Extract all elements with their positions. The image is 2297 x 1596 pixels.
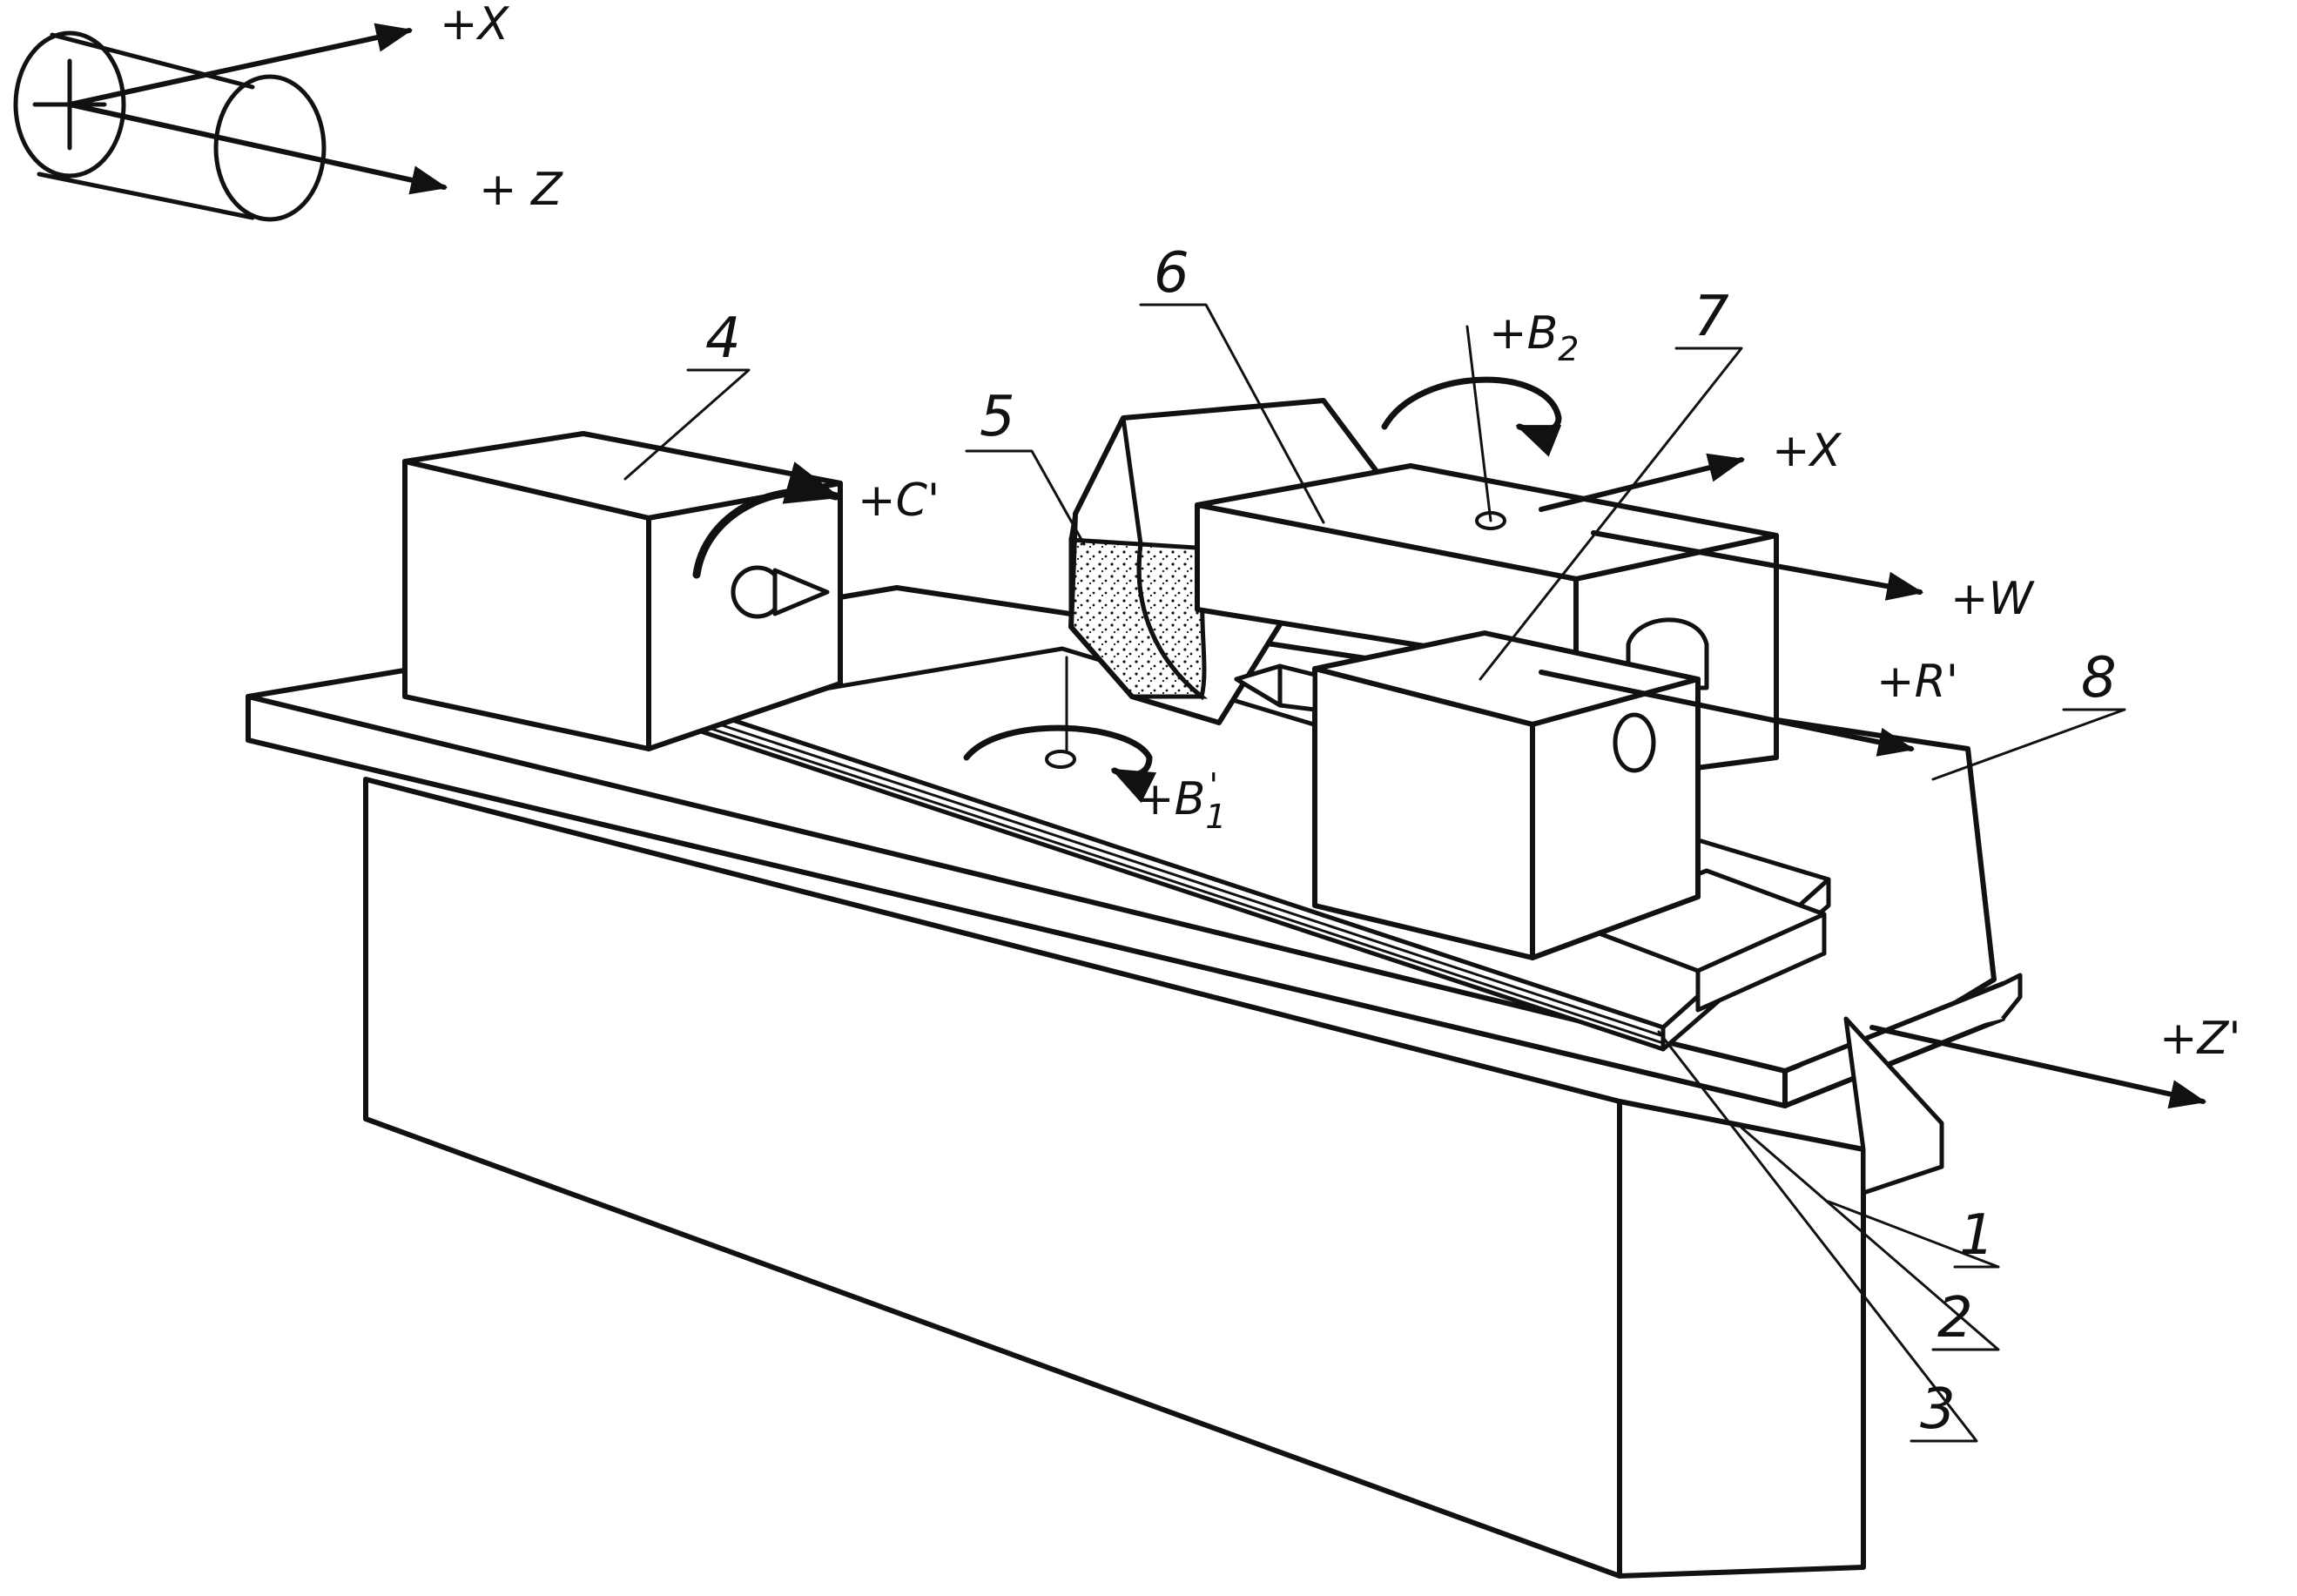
motion-label-b2-main: +B	[1489, 307, 1558, 360]
machine-base	[363, 777, 1866, 1579]
headstock	[402, 431, 843, 751]
motion-label-w: +W	[1950, 573, 2036, 625]
part-label-3: 3	[1920, 1377, 1956, 1442]
leader-lines	[623, 303, 2126, 1443]
motion-label-b2: +B2	[1489, 307, 1579, 368]
part-label-6: 6	[1154, 241, 1189, 306]
motion-label-x: +X	[1772, 425, 1842, 477]
coord-z-label: + Z	[479, 164, 563, 216]
part-label-8: 8	[2081, 646, 2117, 710]
motion-arrows	[963, 325, 2207, 1109]
motion-label-b1-prime: '	[1209, 766, 1217, 805]
motion-label-b1-sub: 1	[1205, 798, 1226, 836]
motion-label-r: +R'	[1876, 656, 1958, 708]
motion-label-c: +C'	[858, 475, 940, 527]
coordinate-system-icon	[13, 23, 448, 222]
part-label-7: 7	[1694, 285, 1729, 349]
motion-label-b1: +B1'	[1136, 766, 1226, 836]
coord-x-label: +X	[440, 0, 510, 51]
motion-label-b1-main: +B	[1136, 773, 1205, 825]
part-label-1: 1	[1959, 1203, 1995, 1268]
wheel-head	[1195, 463, 1779, 786]
part-label-2: 2	[1937, 1286, 1973, 1350]
tailstock	[1234, 630, 1701, 960]
part-label-5: 5	[980, 385, 1015, 449]
motion-label-z: +Z'	[2159, 1013, 2241, 1065]
motion-label-b2-sub: 2	[1558, 330, 1579, 368]
part-label-4: 4	[705, 306, 741, 371]
